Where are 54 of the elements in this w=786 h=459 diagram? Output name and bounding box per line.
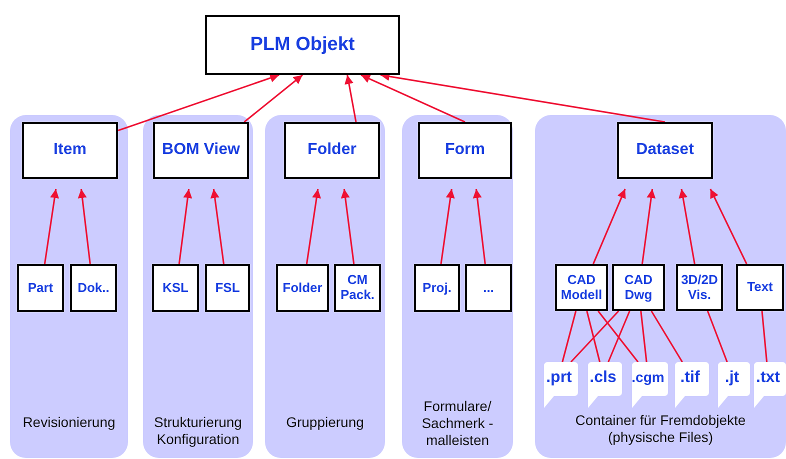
arrow [678,188,696,264]
object-box: Form [418,122,512,179]
connector-line [586,310,601,362]
arrow [210,188,225,264]
swimlane-band [265,115,385,458]
connector-line [761,310,768,362]
object-box: Proj. [414,264,460,312]
arrow [472,188,486,264]
arrow [244,74,303,123]
object-box: CAD Modell [555,264,608,311]
arrow [592,188,626,264]
object-box: Item [22,122,118,179]
object-box: FSL [205,264,250,312]
swimlane-band [10,115,128,458]
connector-line [706,310,728,362]
lane-caption: Revisionierung [22,414,116,431]
lane-caption: Container für Fremdobjekte (physische Files) [574,412,747,446]
object-box: Folder [284,122,380,179]
swimlane-band [535,115,786,458]
arrow [44,188,60,264]
connector-line [650,310,683,362]
arrow [178,188,192,264]
object-box: Dataset [617,122,713,179]
swimlane-band [402,115,513,458]
lane-caption: Gruppierung [285,414,365,431]
arrow [118,74,280,132]
arrow [380,72,666,123]
object-box: CAD Dwg [612,264,665,311]
arrow [710,188,748,264]
connector-line [570,310,620,363]
arrow [440,188,455,264]
connector-line [598,310,639,362]
object-box: CM Pack. [334,264,381,312]
connector-line [640,310,648,362]
arrow [641,188,656,264]
object-box: Text [736,264,784,311]
connector-line [608,310,630,362]
object-box: Folder [276,264,329,312]
object-box: 3D/2D Vis. [676,264,723,311]
root-object-box: PLM Objekt [205,15,400,75]
object-box: Dok.. [70,264,117,312]
arrow [78,188,91,264]
object-box: Part [17,264,64,312]
arrow [306,188,322,264]
lane-caption: Strukturierung Konfiguration [153,414,243,448]
lane-caption: Formulare/ Sachmerk - malleisten [420,398,494,448]
arrow [360,74,466,123]
connector-line [562,310,577,362]
arrow [344,74,357,122]
swimlane-band [143,115,253,458]
object-box: KSL [152,264,199,312]
object-box: ... [465,264,512,312]
arrow [340,188,355,264]
object-box: BOM View [153,122,249,179]
